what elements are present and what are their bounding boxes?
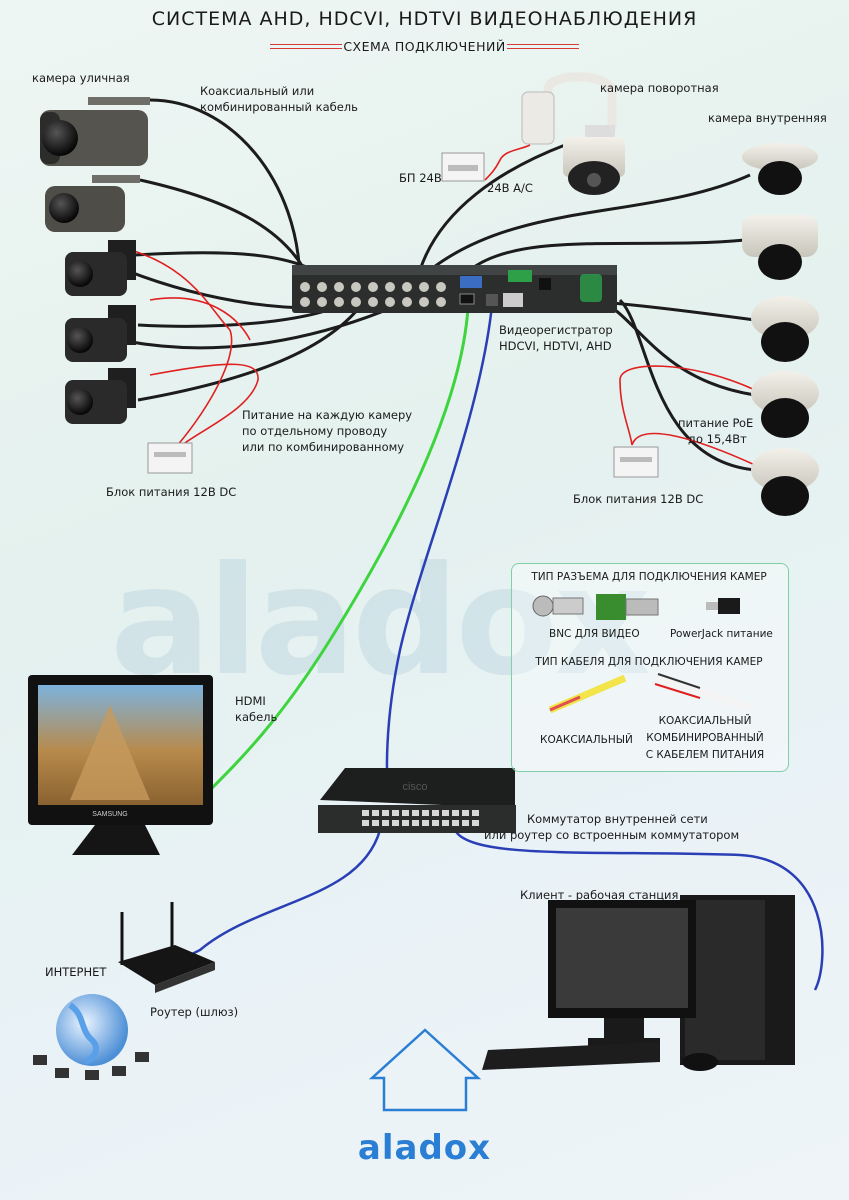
label-ac-24v: 24В А/С [487,181,533,195]
legend-cable-title: ТИП КАБЕЛЯ ДЛЯ ПОДКЛЮЧЕНИЯ КАМЕР [535,656,763,668]
label-internet: ИНТЕРНЕТ [45,965,107,979]
monitor [28,675,213,855]
page-subtitle: СХЕМА ПОДКЛЮЧЕНИЙ [343,39,506,54]
bullet-camera-2 [45,175,140,232]
label-poe-1: питание PoE [678,416,754,430]
label-poe-2: до 15,4Вт [688,432,747,446]
label-hdmi-2: кабель [235,710,278,724]
label-psu-12v-right: Блок питания 12В DC [573,492,704,506]
psu-12v-right [613,446,659,478]
legend-combo-3: С КАБЕЛЕМ ПИТАНИЯ [645,749,765,761]
coax-cable-icon [548,674,627,714]
psu-12v-left [147,442,193,474]
title-rule-right [507,44,579,49]
legend-powerjack: PowerJack питание [670,628,773,640]
dome-camera-1 [742,143,818,195]
dome-camera-5 [751,448,819,516]
bnc-connector-icon [532,595,584,617]
powerjack-icon [706,598,740,614]
bullet-camera-1 [40,97,150,166]
combo-cable-icon [654,673,752,712]
label-dvr-2: HDCVI, HDTVI, AHD [499,339,612,353]
label-router: Роутер (шлюз) [150,1005,239,1019]
page-title: СИСТЕМА AHD, HDCVI, HDTVI ВИДЕОНАБЛЮДЕНИ… [151,8,698,30]
power-cables-right [484,144,756,466]
legend-connector-title: ТИП РАЗЪЕМА ДЛЯ ПОДКЛЮЧЕНИЯ КАМЕР [531,571,767,583]
dome-camera-3 [751,296,819,362]
internet-globe [33,994,149,1080]
bnc-adapter-icon [596,594,659,620]
dvr-recorder [292,265,617,313]
label-psu-24v: БП 24В [399,171,442,185]
label-switch-1: Коммутатор внутренней сети [527,812,708,826]
legend-bnc: BNC ДЛЯ ВИДЕО [549,628,640,640]
label-switch-2: или роутер со встроенным коммутатором [484,828,740,842]
ptz-camera [521,72,625,195]
label-ptz-camera: камера поворотная [600,81,719,95]
psu-24v [441,152,485,182]
label-power-note-3: или по комбинированному [242,440,405,454]
hdmi-cable [208,307,470,792]
label-cable-2: комбинированный кабель [200,100,358,114]
label-hdmi-1: HDMI [235,694,266,708]
coax-cables-left [119,98,411,402]
brand-logo: aladox [357,1128,492,1168]
bullet-camera-4 [65,305,136,362]
house-logo-icon [368,1028,482,1112]
label-outdoor-camera: камера уличная [32,71,130,85]
router [118,902,215,993]
legend-box [511,563,789,772]
label-power-note-2: по отдельному проводу [242,424,388,438]
label-psu-12v-left: Блок питания 12В DC [106,485,237,499]
bullet-camera-3 [65,240,136,296]
network-switch [318,768,516,833]
monitor-brand: SAMSUNG [92,811,127,818]
dome-camera-2 [742,215,818,280]
label-dvr-1: Видеорегистратор [499,323,613,337]
legend-coax: КОАКСИАЛЬНЫЙ [540,734,633,746]
title-rule-left [270,44,342,49]
legend-combo-2: КОМБИНИРОВАННЫЙ [646,732,764,744]
label-client: Клиент - рабочая станция [520,888,679,902]
legend-cable-icons [548,673,752,714]
switch-brand: cisco [402,781,427,793]
label-power-note-1: Питание на каждую камеру [242,408,413,422]
legend-connector-icons [532,594,740,620]
label-indoor-camera: камера внутренняя [708,111,827,125]
workstation-pc [482,895,795,1071]
bullet-camera-5 [65,368,136,424]
label-cable-1: Коаксиальный или [200,84,315,98]
dome-camera-4 [751,371,819,438]
legend-combo-1: КОАКСИАЛЬНЫЙ [658,715,752,727]
